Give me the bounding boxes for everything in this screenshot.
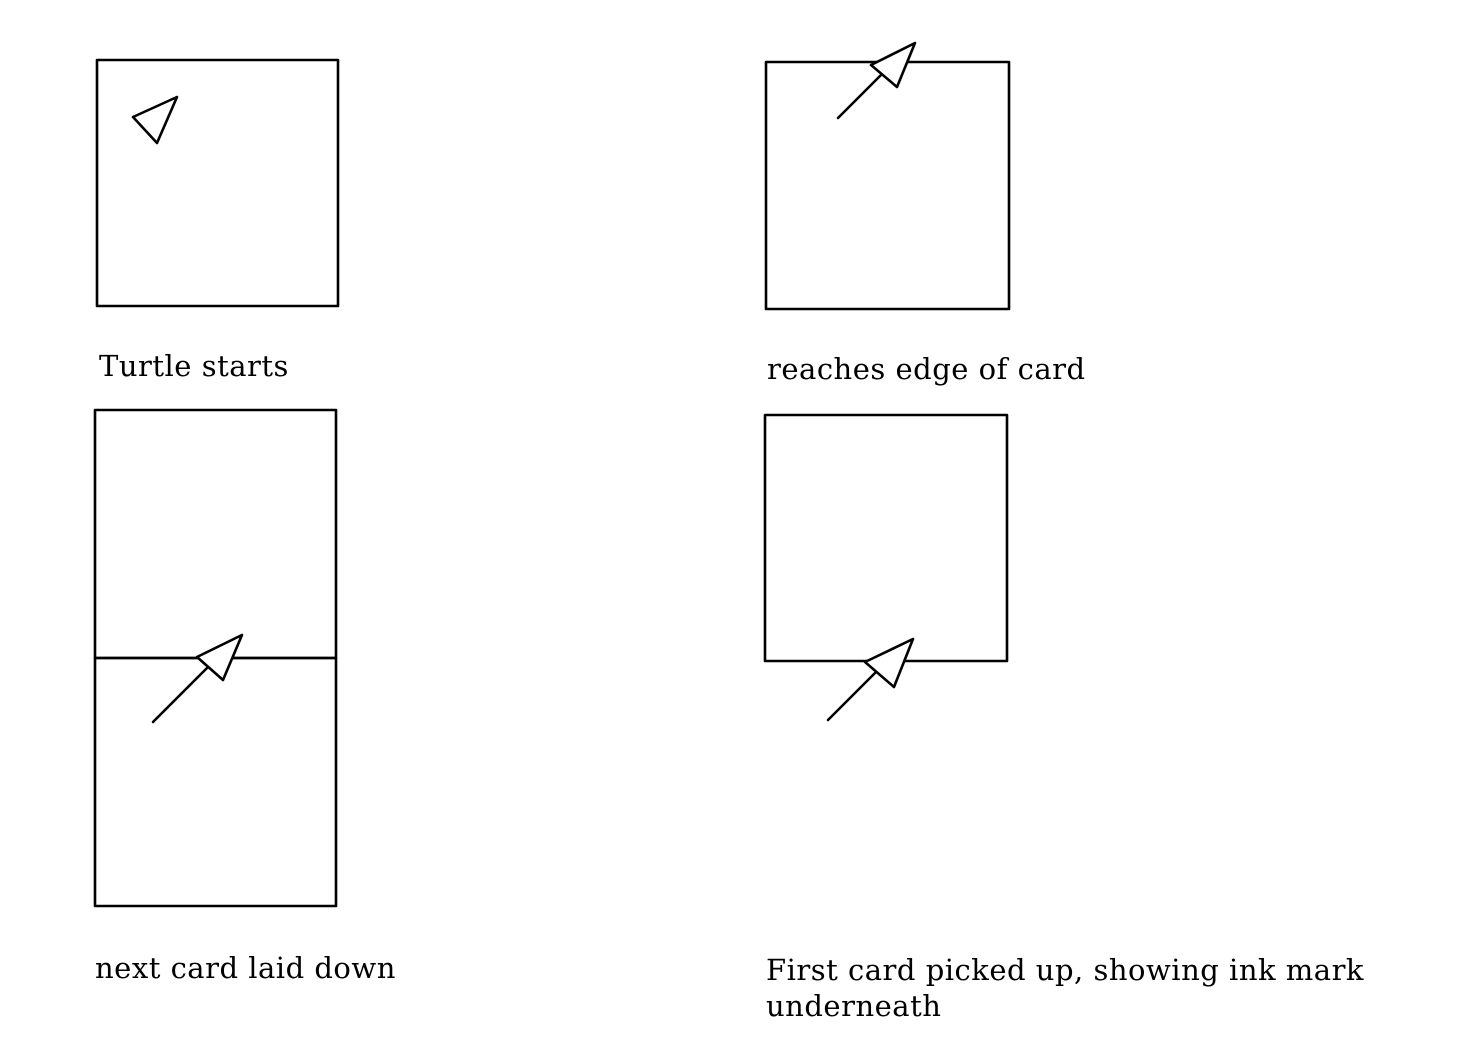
turtle-icon: [131, 95, 179, 145]
panel-first-card-picked-up: [763, 413, 1009, 722]
turtle-icon: [869, 41, 917, 89]
caption-reaches-edge: reaches edge of card: [767, 352, 1086, 386]
card: [95, 58, 340, 308]
card: [764, 60, 1011, 311]
lower-card: [93, 656, 338, 908]
caption-turtle-starts: Turtle starts: [99, 349, 289, 383]
card: [763, 413, 1009, 663]
turtle-icon: [863, 637, 915, 689]
turtle-icon: [195, 633, 244, 682]
panel-next-card: [93, 408, 338, 908]
panel-reaches-edge: [764, 41, 1011, 311]
caption-next-card: next card laid down: [95, 951, 396, 985]
ink-trail: [836, 66, 890, 120]
upper-card: [93, 408, 338, 660]
ink-trail: [151, 659, 216, 724]
panel-turtle-starts: [95, 58, 340, 308]
caption-first-card-picked-up: First card picked up, showing ink mark u…: [766, 953, 1365, 1023]
